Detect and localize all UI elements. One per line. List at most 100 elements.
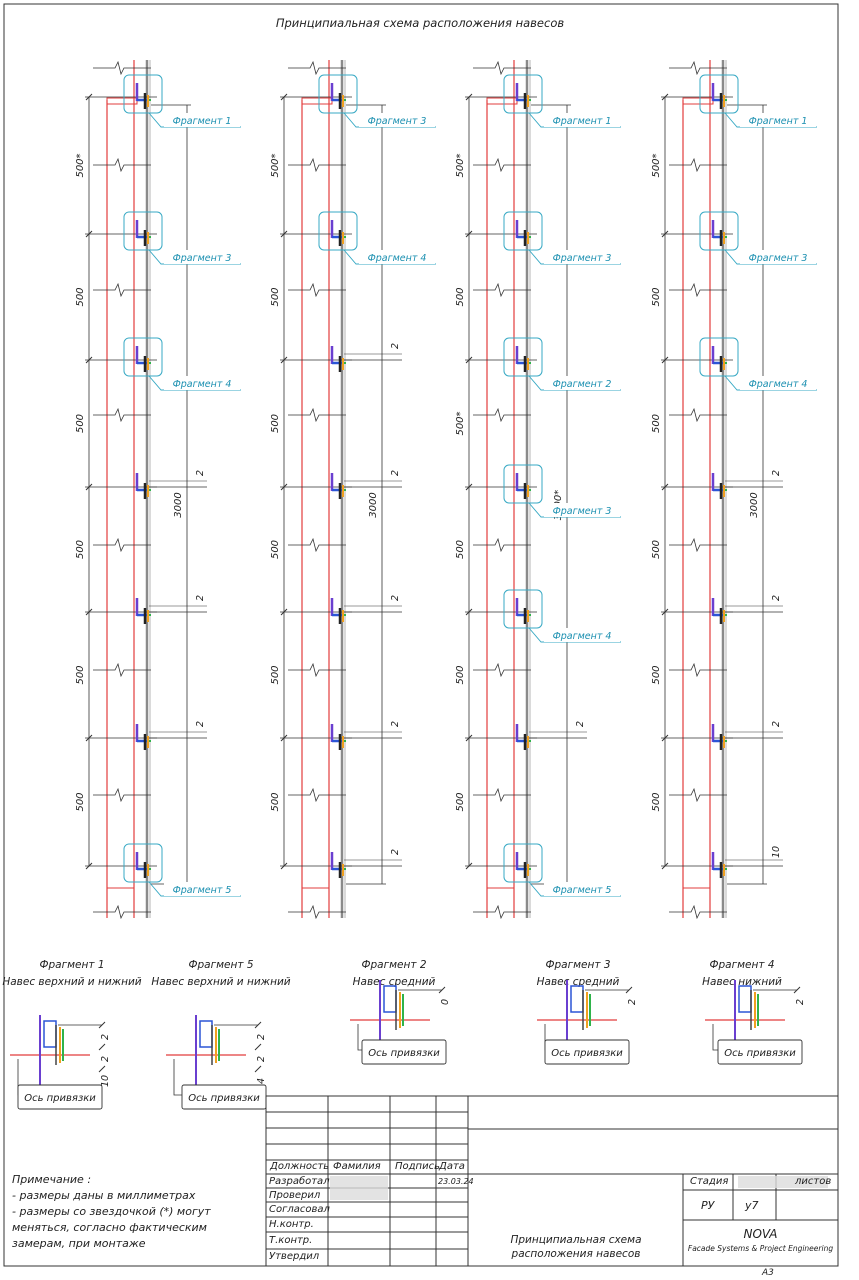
callout-label: Фрагмент 3 bbox=[749, 253, 808, 264]
callout-label-bg bbox=[164, 250, 240, 264]
callout-label-bg bbox=[544, 882, 620, 896]
bracket-detail bbox=[570, 985, 584, 1013]
fragment-name: Фрагмент 1 bbox=[39, 959, 104, 971]
dimension-value: 500* bbox=[455, 153, 466, 177]
fragment-dim: 2 bbox=[256, 1056, 267, 1062]
break-symbol bbox=[669, 60, 727, 76]
callout-label-bg bbox=[164, 113, 240, 127]
tb-role-t-control: Т.контр. bbox=[269, 1235, 313, 1246]
dimension-tick bbox=[280, 734, 288, 742]
callout-label: Фрагмент 2 bbox=[553, 379, 612, 390]
dim-tick bbox=[254, 1021, 262, 1029]
break-symbol bbox=[288, 537, 346, 553]
dimension-tick bbox=[85, 862, 93, 870]
bracket-detail bbox=[738, 985, 752, 1013]
tb-stage: РУ bbox=[701, 1199, 715, 1212]
axis-label: Ось привязки bbox=[24, 1093, 96, 1104]
fragment-subtitle: Навес нижний bbox=[702, 976, 782, 988]
dimension-value: 500 bbox=[270, 414, 281, 433]
fragment-subtitle: Навес средний bbox=[353, 976, 436, 988]
fragment-subtitle: Навес верхний и нижний bbox=[151, 976, 290, 988]
dimension-value: 500 bbox=[270, 792, 281, 811]
break-symbol bbox=[473, 904, 531, 920]
dimension-tick bbox=[661, 93, 669, 101]
tb-stage-header: Стадия bbox=[690, 1176, 729, 1187]
break-symbol bbox=[93, 157, 151, 173]
notes-line-3: меняться, согласно фактическим bbox=[12, 1221, 207, 1234]
fragment-dim: 2 bbox=[256, 1034, 267, 1040]
fragment-subtitle: Навес верхний и нижний bbox=[2, 976, 141, 988]
dimension-value: 500 bbox=[651, 792, 662, 811]
axis-label: Ось привязки bbox=[551, 1048, 623, 1059]
bottom-slab bbox=[301, 887, 329, 918]
dimension-tick bbox=[661, 734, 669, 742]
dimension-value: 500 bbox=[651, 665, 662, 684]
callout-frame bbox=[503, 211, 543, 251]
break-symbol bbox=[473, 282, 531, 298]
dimension-value: 500 bbox=[75, 287, 86, 306]
callout-frame bbox=[503, 843, 543, 883]
tb-company-sub: Facade Systems & Project Engineering bbox=[687, 1244, 834, 1253]
callout-frame bbox=[123, 74, 163, 114]
gap-value: 2 bbox=[575, 721, 586, 727]
dim-tick bbox=[98, 1021, 106, 1029]
callout-label-bg bbox=[164, 376, 240, 390]
callout-label-bg bbox=[359, 113, 435, 127]
break-symbol bbox=[93, 904, 151, 920]
dimension-value: 500 bbox=[75, 665, 86, 684]
dimension-tick bbox=[465, 93, 473, 101]
callout-frame bbox=[503, 589, 543, 629]
bottom-slab bbox=[106, 887, 134, 918]
break-symbol bbox=[93, 407, 151, 423]
fragment-name: Фрагмент 3 bbox=[545, 959, 610, 971]
callout-label-bg bbox=[544, 503, 620, 517]
gap-value: 2 bbox=[771, 470, 782, 476]
dimension-tick bbox=[661, 608, 669, 616]
callout-frame bbox=[699, 337, 739, 377]
fragment-dim: 2 bbox=[627, 999, 638, 1005]
dimension-tick bbox=[661, 483, 669, 491]
dimension-tick bbox=[280, 862, 288, 870]
dim-tick bbox=[98, 1065, 106, 1073]
fragment-dim: 10 bbox=[100, 1075, 111, 1087]
dimension-tick bbox=[465, 862, 473, 870]
break-symbol bbox=[473, 407, 531, 423]
callout-label: Фрагмент 3 bbox=[553, 506, 612, 517]
break-symbol bbox=[669, 157, 727, 173]
callout-label-bg bbox=[544, 250, 620, 264]
dimension-value: 500* bbox=[75, 153, 86, 177]
callout-label-bg bbox=[544, 376, 620, 390]
dimension-tick bbox=[85, 93, 93, 101]
dimension-value: 500 bbox=[651, 540, 662, 559]
axis-label: Ось привязки bbox=[724, 1048, 796, 1059]
fragment-subtitle: Навес средний bbox=[537, 976, 620, 988]
callout-label: Фрагмент 1 bbox=[173, 116, 232, 127]
break-symbol bbox=[473, 537, 531, 553]
break-symbol bbox=[473, 787, 531, 803]
tb-role-approved: Утвердил bbox=[269, 1251, 320, 1262]
axis-label: Ось привязки bbox=[188, 1093, 260, 1104]
dimension-tick bbox=[465, 734, 473, 742]
callout-label-bg bbox=[740, 250, 816, 264]
total-dimension-value: 3000 bbox=[173, 492, 184, 517]
break-symbol bbox=[473, 662, 531, 678]
fragment-dim: 2 bbox=[795, 999, 806, 1005]
break-symbol bbox=[288, 407, 346, 423]
notes-line-2: - размеры со звездочкой (*) могут bbox=[12, 1205, 211, 1218]
tb-header-surname: Фамилия bbox=[333, 1161, 381, 1172]
break-symbol bbox=[473, 157, 531, 173]
break-symbol bbox=[93, 537, 151, 553]
fragment-dim: 2 bbox=[100, 1056, 111, 1062]
dimension-value: 500 bbox=[75, 414, 86, 433]
break-symbol bbox=[473, 60, 531, 76]
break-symbol bbox=[288, 904, 346, 920]
dimension-tick bbox=[465, 230, 473, 238]
dimension-tick bbox=[85, 734, 93, 742]
callout-label: Фрагмент 3 bbox=[553, 253, 612, 264]
dim-tick bbox=[254, 1043, 262, 1051]
